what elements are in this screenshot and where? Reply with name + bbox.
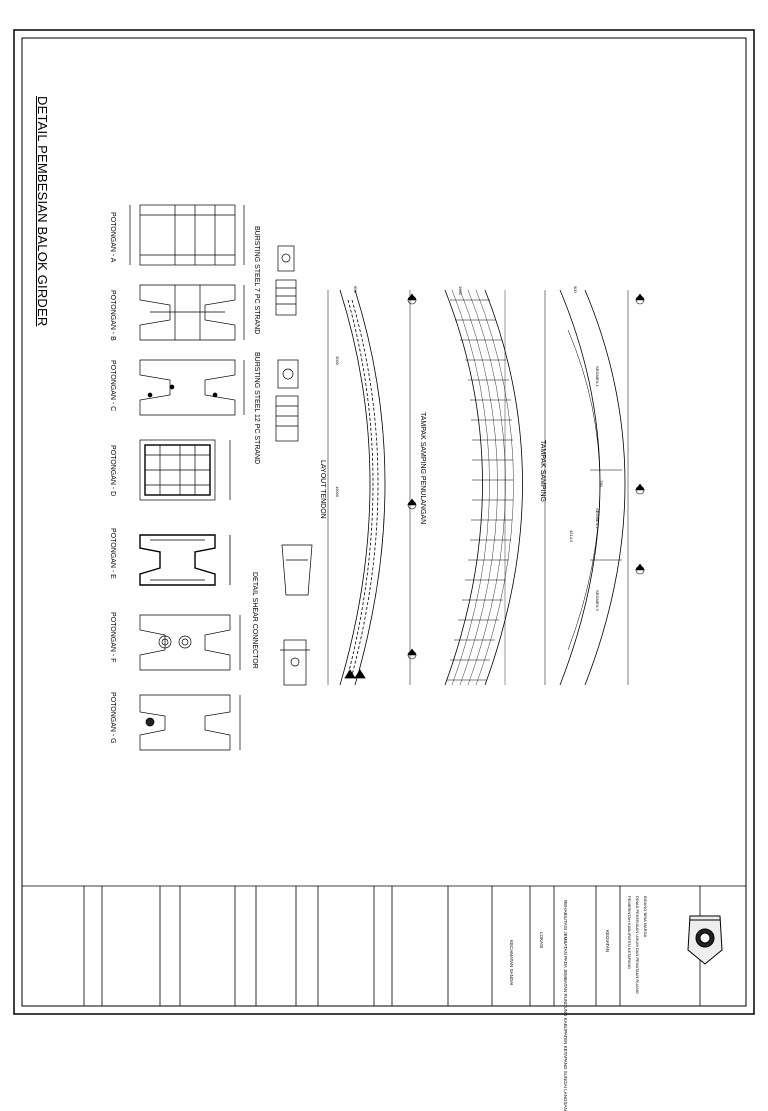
section-g-title: POTONGAN - G <box>109 692 116 744</box>
section-f-title: POTONGAN - F <box>109 612 116 663</box>
agency-line-3: BIDANG BINA MARGA <box>643 896 648 938</box>
tampak-penulangan-drawing <box>444 289 523 686</box>
section-a-drawing <box>129 204 245 266</box>
section-f-drawing <box>139 614 241 671</box>
section-d-title: POTONGAN - D <box>109 445 116 497</box>
dim-4214-text: 4214.0 <box>569 530 574 543</box>
section-c-title: POTONGAN - C <box>109 360 116 412</box>
lokasi-value: KECAMATAN SANDAI <box>509 940 514 986</box>
agency-line-1: PEMERINTAH KABUPATEN KETAPANG <box>627 896 632 969</box>
dim-900-text: 900 <box>353 286 358 293</box>
layout-tendon-drawing <box>327 289 411 686</box>
bursting-12-title: BURSTING STEEL 12 PC STRAND <box>253 352 260 465</box>
agency-logo <box>687 915 723 965</box>
drawing-sheet <box>13 29 755 1015</box>
dim-750-text: 750 <box>599 480 604 487</box>
layout-tendon-title: LAYOUT TENDON <box>319 460 326 519</box>
shear-connector-title: DETAIL SHEAR CONNECTOR <box>251 572 258 669</box>
segmen-1-text: SEGMEN 1 <box>595 366 600 387</box>
tampak-samping-drawing <box>544 289 629 686</box>
segmen-3-text: SEGMEN 3 <box>595 590 600 611</box>
shear-connector-drawing <box>280 544 313 686</box>
dim-1600-text: 1600 <box>458 286 463 295</box>
tampak-samping-title: TAMPAK SAMPING <box>539 440 546 502</box>
bursting-7-title: BURSTING STEEL 7 PC STRAND <box>253 226 260 335</box>
agency-line-2: DINAS PEKERJAAN UMUM DAN PENATAAN RUANG <box>635 896 640 994</box>
section-e-drawing <box>139 534 231 586</box>
dim-15000-text: 15000 <box>335 486 340 498</box>
title-block-lines <box>22 885 746 1006</box>
section-a-title: POTONGAN - A <box>109 212 116 263</box>
bursting-steel-7-drawing <box>275 245 297 316</box>
outer-border <box>13 29 755 1015</box>
segmen-2-text: SEGMEN 2 <box>595 508 600 529</box>
inner-border <box>21 37 747 1007</box>
section-e-title: POTONGAN - E <box>109 528 116 579</box>
sheet-title-text: DETAIL PEMBESIAN BALOK GIRDER <box>35 96 50 327</box>
section-b-drawing <box>139 284 245 341</box>
kegiatan-label: KEGIATAN <box>605 930 610 953</box>
dim-3000-text: 3000 <box>335 356 340 365</box>
tampak-penulangan-title: TAMPAK SAMPING PENULANGAN <box>419 412 426 525</box>
sheet-title: DETAIL PEMBESIAN BALOK GIRDER <box>35 96 50 336</box>
section-b-title: POTONGAN - B <box>109 290 116 341</box>
section-d-drawing <box>139 439 231 501</box>
section-g-drawing <box>139 694 241 751</box>
kegiatan-value: REHABILITASI JEMBATAN PADA JEMBATAN RUND… <box>563 900 568 1111</box>
lokasi-label: LOKASI <box>539 932 544 949</box>
bursting-steel-12-drawing <box>275 359 299 442</box>
section-cut-markers <box>407 293 645 660</box>
dim-900-samping-text: 900 <box>573 286 578 293</box>
section-c-drawing <box>139 359 245 416</box>
